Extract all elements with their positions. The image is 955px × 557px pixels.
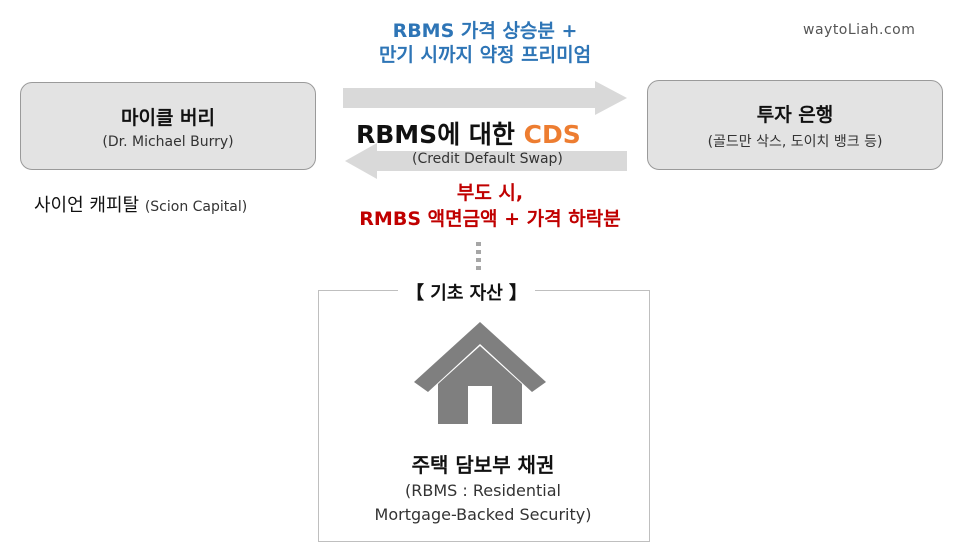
watermark: waytoLiah.com bbox=[803, 22, 916, 38]
underlying-asset-title: 【 기초 자산 】 bbox=[398, 279, 536, 305]
dotted-connector bbox=[476, 242, 481, 270]
premium-label: RBMS 가격 상승분 + 만기 시까지 약정 프리미엄 bbox=[300, 19, 670, 67]
default-payout-line-2: RMBS 액면금액 + 가격 하락분 bbox=[359, 208, 621, 230]
cds-label-highlight: CDS bbox=[523, 120, 581, 149]
mortgage-bond-subtitle: (RBMS : Residential Mortgage-Backed Secu… bbox=[318, 479, 648, 527]
premium-label-line-1: RBMS 가격 상승분 + bbox=[392, 20, 578, 42]
default-payout-label: 부도 시, RMBS 액면금액 + 가격 하락분 bbox=[310, 180, 670, 232]
default-payout-line-1: 부도 시, bbox=[456, 182, 524, 204]
mortgage-bond-title: 주택 담보부 채권 bbox=[411, 453, 555, 477]
mortgage-bond-subtitle-line-1: (RBMS : Residential bbox=[405, 481, 561, 500]
michael-burry-box: 마이클 버리 (Dr. Michael Burry) bbox=[20, 82, 316, 170]
scion-capital-name: 사이언 캐피탈 bbox=[34, 195, 140, 216]
michael-burry-subtitle: (Dr. Michael Burry) bbox=[102, 133, 234, 150]
scion-capital-english: (Scion Capital) bbox=[144, 199, 248, 215]
arrow-right-icon bbox=[343, 81, 627, 115]
arrow-left-icon bbox=[345, 143, 627, 179]
investment-bank-box: 투자 은행 (골드만 삭스, 도이치 뱅크 등) bbox=[647, 80, 943, 170]
premium-label-line-2: 만기 시까지 약정 프리미엄 bbox=[378, 44, 592, 66]
arrows-graphic bbox=[343, 81, 627, 179]
michael-burry-title: 마이클 버리 bbox=[120, 106, 215, 129]
investment-bank-subtitle: (골드만 삭스, 도이치 뱅크 등) bbox=[707, 133, 883, 150]
scion-capital-label: 사이언 캐피탈 (Scion Capital) bbox=[34, 191, 247, 217]
cds-label: RBMS에 대한 CDS bbox=[356, 115, 581, 151]
cds-label-prefix: RBMS에 대한 bbox=[356, 120, 524, 149]
mortgage-bond-subtitle-line-2: Mortgage-Backed Security) bbox=[374, 505, 592, 524]
investment-bank-title: 투자 은행 bbox=[756, 103, 834, 126]
cds-subtitle: (Credit Default Swap) bbox=[412, 151, 563, 167]
house-icon bbox=[414, 322, 546, 424]
